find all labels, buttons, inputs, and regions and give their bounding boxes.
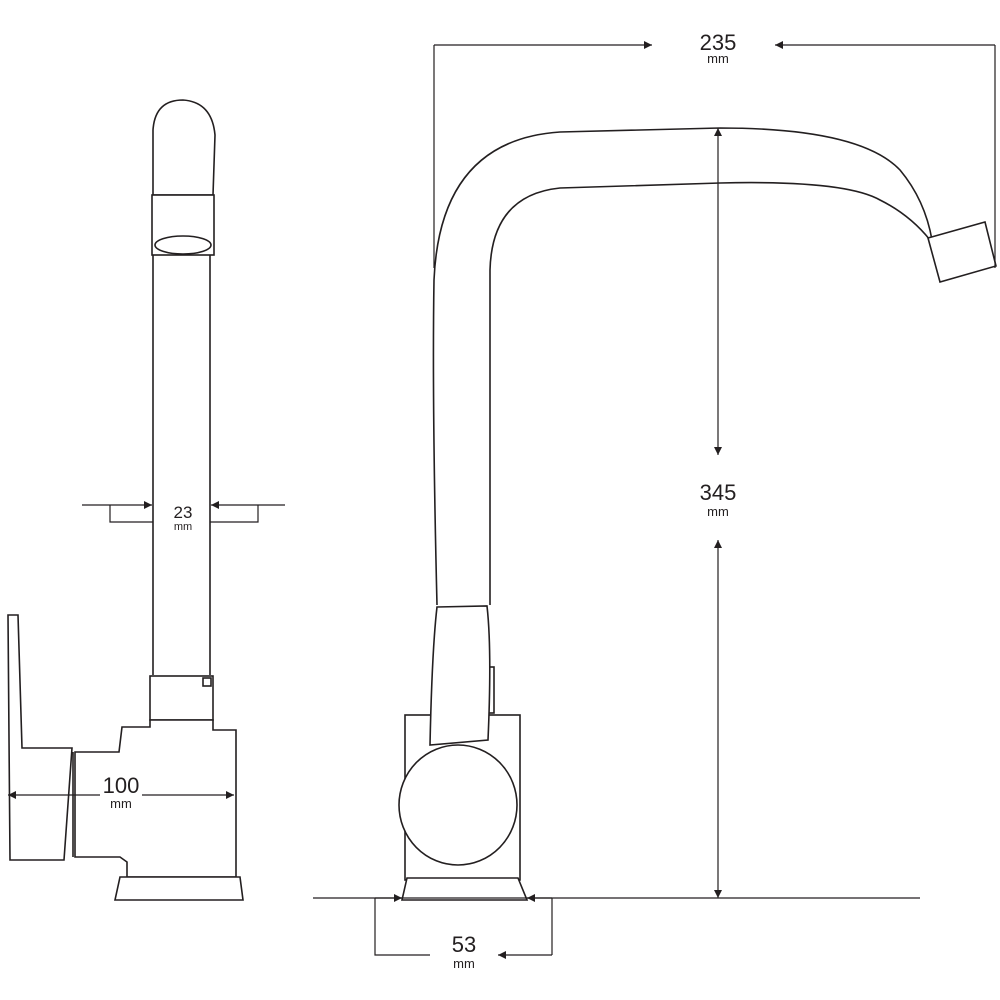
dimension-depth: 100 mm [8, 773, 234, 811]
base [114, 876, 244, 901]
collar-pin [202, 677, 212, 687]
base [400, 877, 529, 901]
dim-unit: mm [707, 504, 729, 519]
dim-unit: mm [453, 956, 475, 971]
dimension-spout-reach: 235 mm [433, 30, 996, 268]
spout-cap [152, 99, 216, 196]
dimension-tube-diameter: 23 mm [82, 501, 285, 533]
spout-nozzle [927, 221, 997, 283]
dim-value: 100 [103, 773, 140, 798]
aerator-mesh-icon [154, 235, 212, 255]
lever-neck [429, 605, 491, 746]
aerator-ring [151, 194, 215, 256]
front-view-faucet [398, 127, 997, 901]
dimension-base-width: 53 mm [374, 894, 553, 971]
dim-unit: mm [174, 521, 192, 533]
dim-value: 345 [700, 480, 737, 505]
body [74, 719, 237, 878]
dimension-spout-height: 345 mm [700, 128, 737, 898]
lever-disc [398, 744, 518, 866]
spout-inner [489, 181, 931, 605]
side-view-faucet [7, 99, 244, 901]
dim-unit: mm [707, 51, 729, 66]
dim-value: 235 [700, 30, 737, 55]
dim-value: 53 [452, 932, 476, 957]
spout-outer [432, 127, 933, 606]
dim-value: 23 [174, 503, 193, 522]
handle [7, 614, 73, 861]
tube [152, 255, 211, 675]
dim-unit: mm [110, 796, 132, 811]
